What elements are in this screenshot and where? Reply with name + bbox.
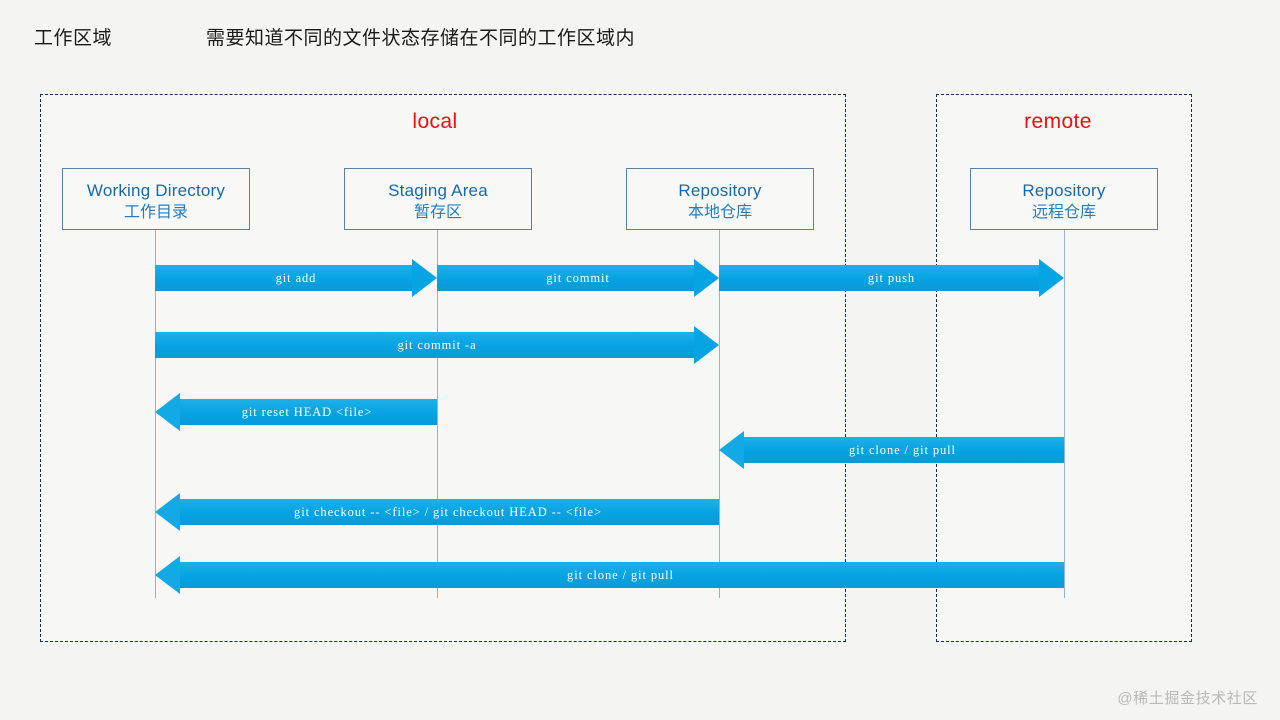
arrow-head-left-icon	[155, 493, 180, 531]
page-title: 工作区域	[34, 28, 113, 49]
actor-box-working-directory[interactable]: Working Directory 工作目录	[62, 168, 250, 230]
arrow-head-left-icon	[719, 431, 744, 469]
zone-label-remote: remote	[1024, 110, 1092, 133]
lifeline-staging-area	[437, 230, 439, 598]
page-header: 工作区域 需要知道不同的文件状态存储在不同的工作区域内	[0, 0, 1280, 70]
arrow-head-right-icon	[694, 259, 719, 297]
arrow-git-commit-a[interactable]: git commit -a	[155, 326, 719, 364]
actor-label-cn: 远程仓库	[1031, 204, 1096, 222]
actor-box-staging-area[interactable]: Staging Area 暂存区	[344, 168, 532, 230]
arrow-shaft	[180, 562, 1064, 588]
arrow-head-left-icon	[155, 393, 180, 431]
actor-box-remote-repository[interactable]: Repository 远程仓库	[970, 168, 1158, 230]
arrow-git-commit[interactable]: git commit	[437, 259, 719, 297]
actor-label-cn: 工作目录	[123, 204, 188, 222]
arrow-shaft	[437, 265, 694, 291]
actor-label-cn: 本地仓库	[687, 204, 752, 222]
arrow-shaft	[744, 437, 1064, 463]
arrow-shaft	[180, 399, 437, 425]
actor-label-en: Repository	[678, 181, 762, 200]
arrow-shaft	[180, 499, 719, 525]
arrow-head-right-icon	[412, 259, 437, 297]
actor-label-en: Staging Area	[388, 181, 488, 200]
zone-label-local: local	[412, 110, 458, 133]
actor-box-local-repository[interactable]: Repository 本地仓库	[626, 168, 814, 230]
arrow-head-right-icon	[694, 326, 719, 364]
arrow-head-left-icon	[155, 556, 180, 594]
watermark: @稀土掘金技术社区	[1117, 690, 1258, 707]
arrow-git-clone-pull-all[interactable]: git clone / git pull	[155, 556, 1064, 594]
page-subtitle: 需要知道不同的文件状态存储在不同的工作区域内	[206, 28, 636, 49]
arrow-shaft	[155, 332, 694, 358]
arrow-git-checkout[interactable]: git checkout -- <file> / git checkout HE…	[155, 493, 719, 531]
arrow-git-reset-head[interactable]: git reset HEAD <file>	[155, 393, 437, 431]
arrow-shaft	[155, 265, 412, 291]
lifeline-remote-repository	[1064, 230, 1066, 598]
arrow-shaft	[719, 265, 1039, 291]
actor-label-en: Repository	[1022, 181, 1106, 200]
arrow-head-right-icon	[1039, 259, 1064, 297]
arrow-git-push[interactable]: git push	[719, 259, 1064, 297]
actor-label-en: Working Directory	[86, 181, 226, 200]
arrow-git-clone-pull-remote[interactable]: git clone / git pull	[719, 431, 1064, 469]
actor-label-cn: 暂存区	[413, 204, 462, 222]
arrow-git-add[interactable]: git add	[155, 259, 437, 297]
lifeline-local-repository	[719, 230, 721, 598]
